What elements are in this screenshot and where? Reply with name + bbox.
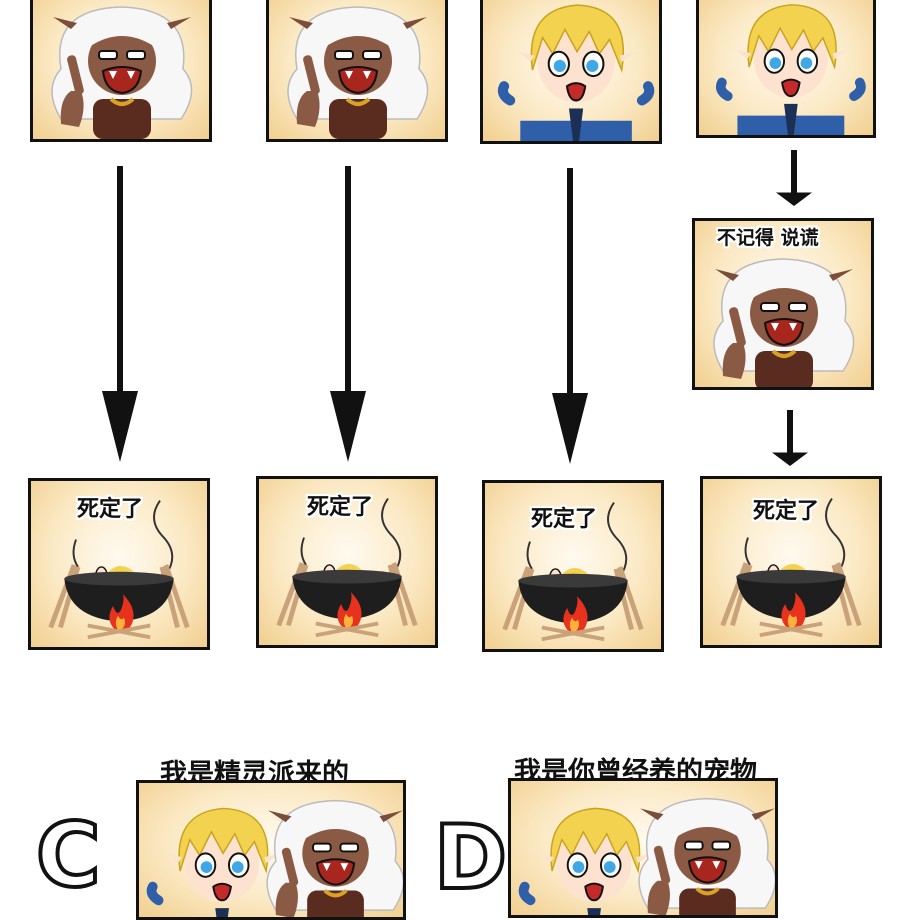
boy-character	[699, 0, 873, 135]
panel-option-c	[136, 780, 406, 920]
down-arrow-icon	[772, 410, 808, 466]
panel-cauldron-4: 死定了	[700, 476, 882, 648]
caption-dead: 死定了	[77, 497, 144, 522]
panel-option-d	[508, 778, 778, 918]
panel-girl-1	[30, 0, 212, 142]
panel-girl-2	[266, 0, 448, 142]
down-arrow-icon	[776, 150, 812, 206]
panel-cauldron-3: 死定了	[482, 480, 664, 652]
panel-girl-lie: 不记得 说谎	[692, 218, 874, 390]
boy-character	[483, 0, 659, 141]
panel-boy-2	[696, 0, 876, 138]
girl-character	[269, 0, 445, 139]
caption-dead: 死定了	[307, 495, 374, 520]
panel-cauldron-2: 死定了	[256, 476, 438, 648]
down-arrow-icon	[552, 168, 588, 464]
caption-dead: 死定了	[531, 507, 598, 532]
panel-boy-1	[480, 0, 662, 144]
caption-forget-lie: 不记得 说谎	[717, 227, 819, 249]
girl-character	[695, 251, 871, 390]
option-d-label: D	[432, 806, 509, 909]
panel-cauldron-1: 死定了	[28, 478, 210, 650]
characters-pair	[139, 798, 403, 917]
characters-pair	[511, 796, 775, 915]
down-arrow-icon	[102, 166, 138, 462]
caption-dead: 死定了	[753, 499, 820, 524]
option-c-label: C	[34, 804, 103, 907]
down-arrow-icon	[330, 166, 366, 462]
girl-character	[33, 0, 209, 139]
